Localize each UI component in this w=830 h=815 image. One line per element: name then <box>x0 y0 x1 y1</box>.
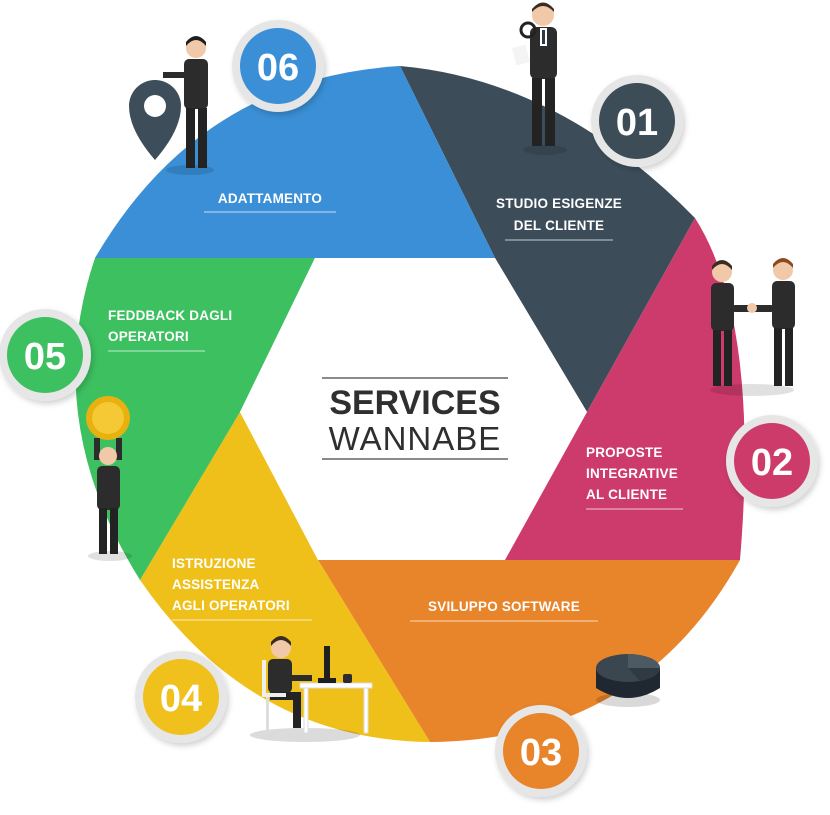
badge-06: 06 <box>232 20 324 112</box>
person-coin-icon <box>86 396 132 561</box>
badge-number: 02 <box>751 442 793 484</box>
person-map-pin-icon <box>129 36 214 175</box>
segment-02 <box>505 218 745 560</box>
segment-label-line: ADATTAMENTO <box>218 191 322 206</box>
segment-04 <box>140 412 430 742</box>
center-subtitle: WANNABE <box>329 420 502 457</box>
center-title: SERVICES <box>329 384 500 422</box>
segment-label-line: AL CLIENTE <box>586 487 667 502</box>
database-icon <box>596 654 661 707</box>
segment-06 <box>95 66 495 258</box>
badge-02: 02 <box>726 415 818 507</box>
hexagon-segments <box>75 66 745 742</box>
segment-label-line: FEDDBACK DAGLI <box>108 308 232 323</box>
badge-number: 01 <box>616 102 658 144</box>
segment-03 <box>318 560 740 742</box>
segment-label-line: INTEGRATIVE <box>586 466 678 481</box>
segment-label-06: ADATTAMENTO <box>204 191 336 213</box>
segment-label-02: PROPOSTE INTEGRATIVE AL CLIENTE <box>586 445 683 510</box>
segment-label-line: OPERATORI <box>108 329 189 344</box>
segment-label-03: SVILUPPO SOFTWARE <box>410 599 598 622</box>
segment-label-line: ISTRUZIONE <box>172 556 256 571</box>
number-badges: 01 02 03 04 05 06 <box>0 20 818 797</box>
badge-number: 06 <box>257 47 299 89</box>
segment-label-line: STUDIO ESIGENZE <box>496 196 622 211</box>
badge-number: 03 <box>520 732 562 774</box>
person-magnifier-icon <box>511 2 567 155</box>
segment-label-line: ASSISTENZA <box>172 577 260 592</box>
segment-label-line: SVILUPPO SOFTWARE <box>428 599 580 614</box>
segment-label-line: DEL CLIENTE <box>514 218 604 233</box>
segment-label-05: FEDDBACK DAGLI OPERATORI <box>108 308 232 352</box>
person-desk-icon <box>250 636 373 742</box>
segment-label-line: AGLI OPERATORI <box>172 598 290 613</box>
segment-01 <box>400 66 695 412</box>
segment-label-line: PROPOSTE <box>586 445 663 460</box>
segment-05 <box>75 258 315 580</box>
badge-number: 05 <box>24 336 66 378</box>
center-title-block: SERVICES WANNABE <box>322 377 508 460</box>
center-hexagon <box>240 258 587 560</box>
segment-label-04: ISTRUZIONE ASSISTENZA AGLI OPERATORI <box>172 556 312 621</box>
segment-label-01: STUDIO ESIGENZE DEL CLIENTE <box>496 196 622 241</box>
handshake-icon <box>710 258 795 396</box>
badge-04: 04 <box>135 651 227 743</box>
badge-number: 04 <box>160 678 202 720</box>
badge-03: 03 <box>495 705 587 797</box>
badge-05: 05 <box>0 309 91 401</box>
badge-01: 01 <box>591 75 683 167</box>
